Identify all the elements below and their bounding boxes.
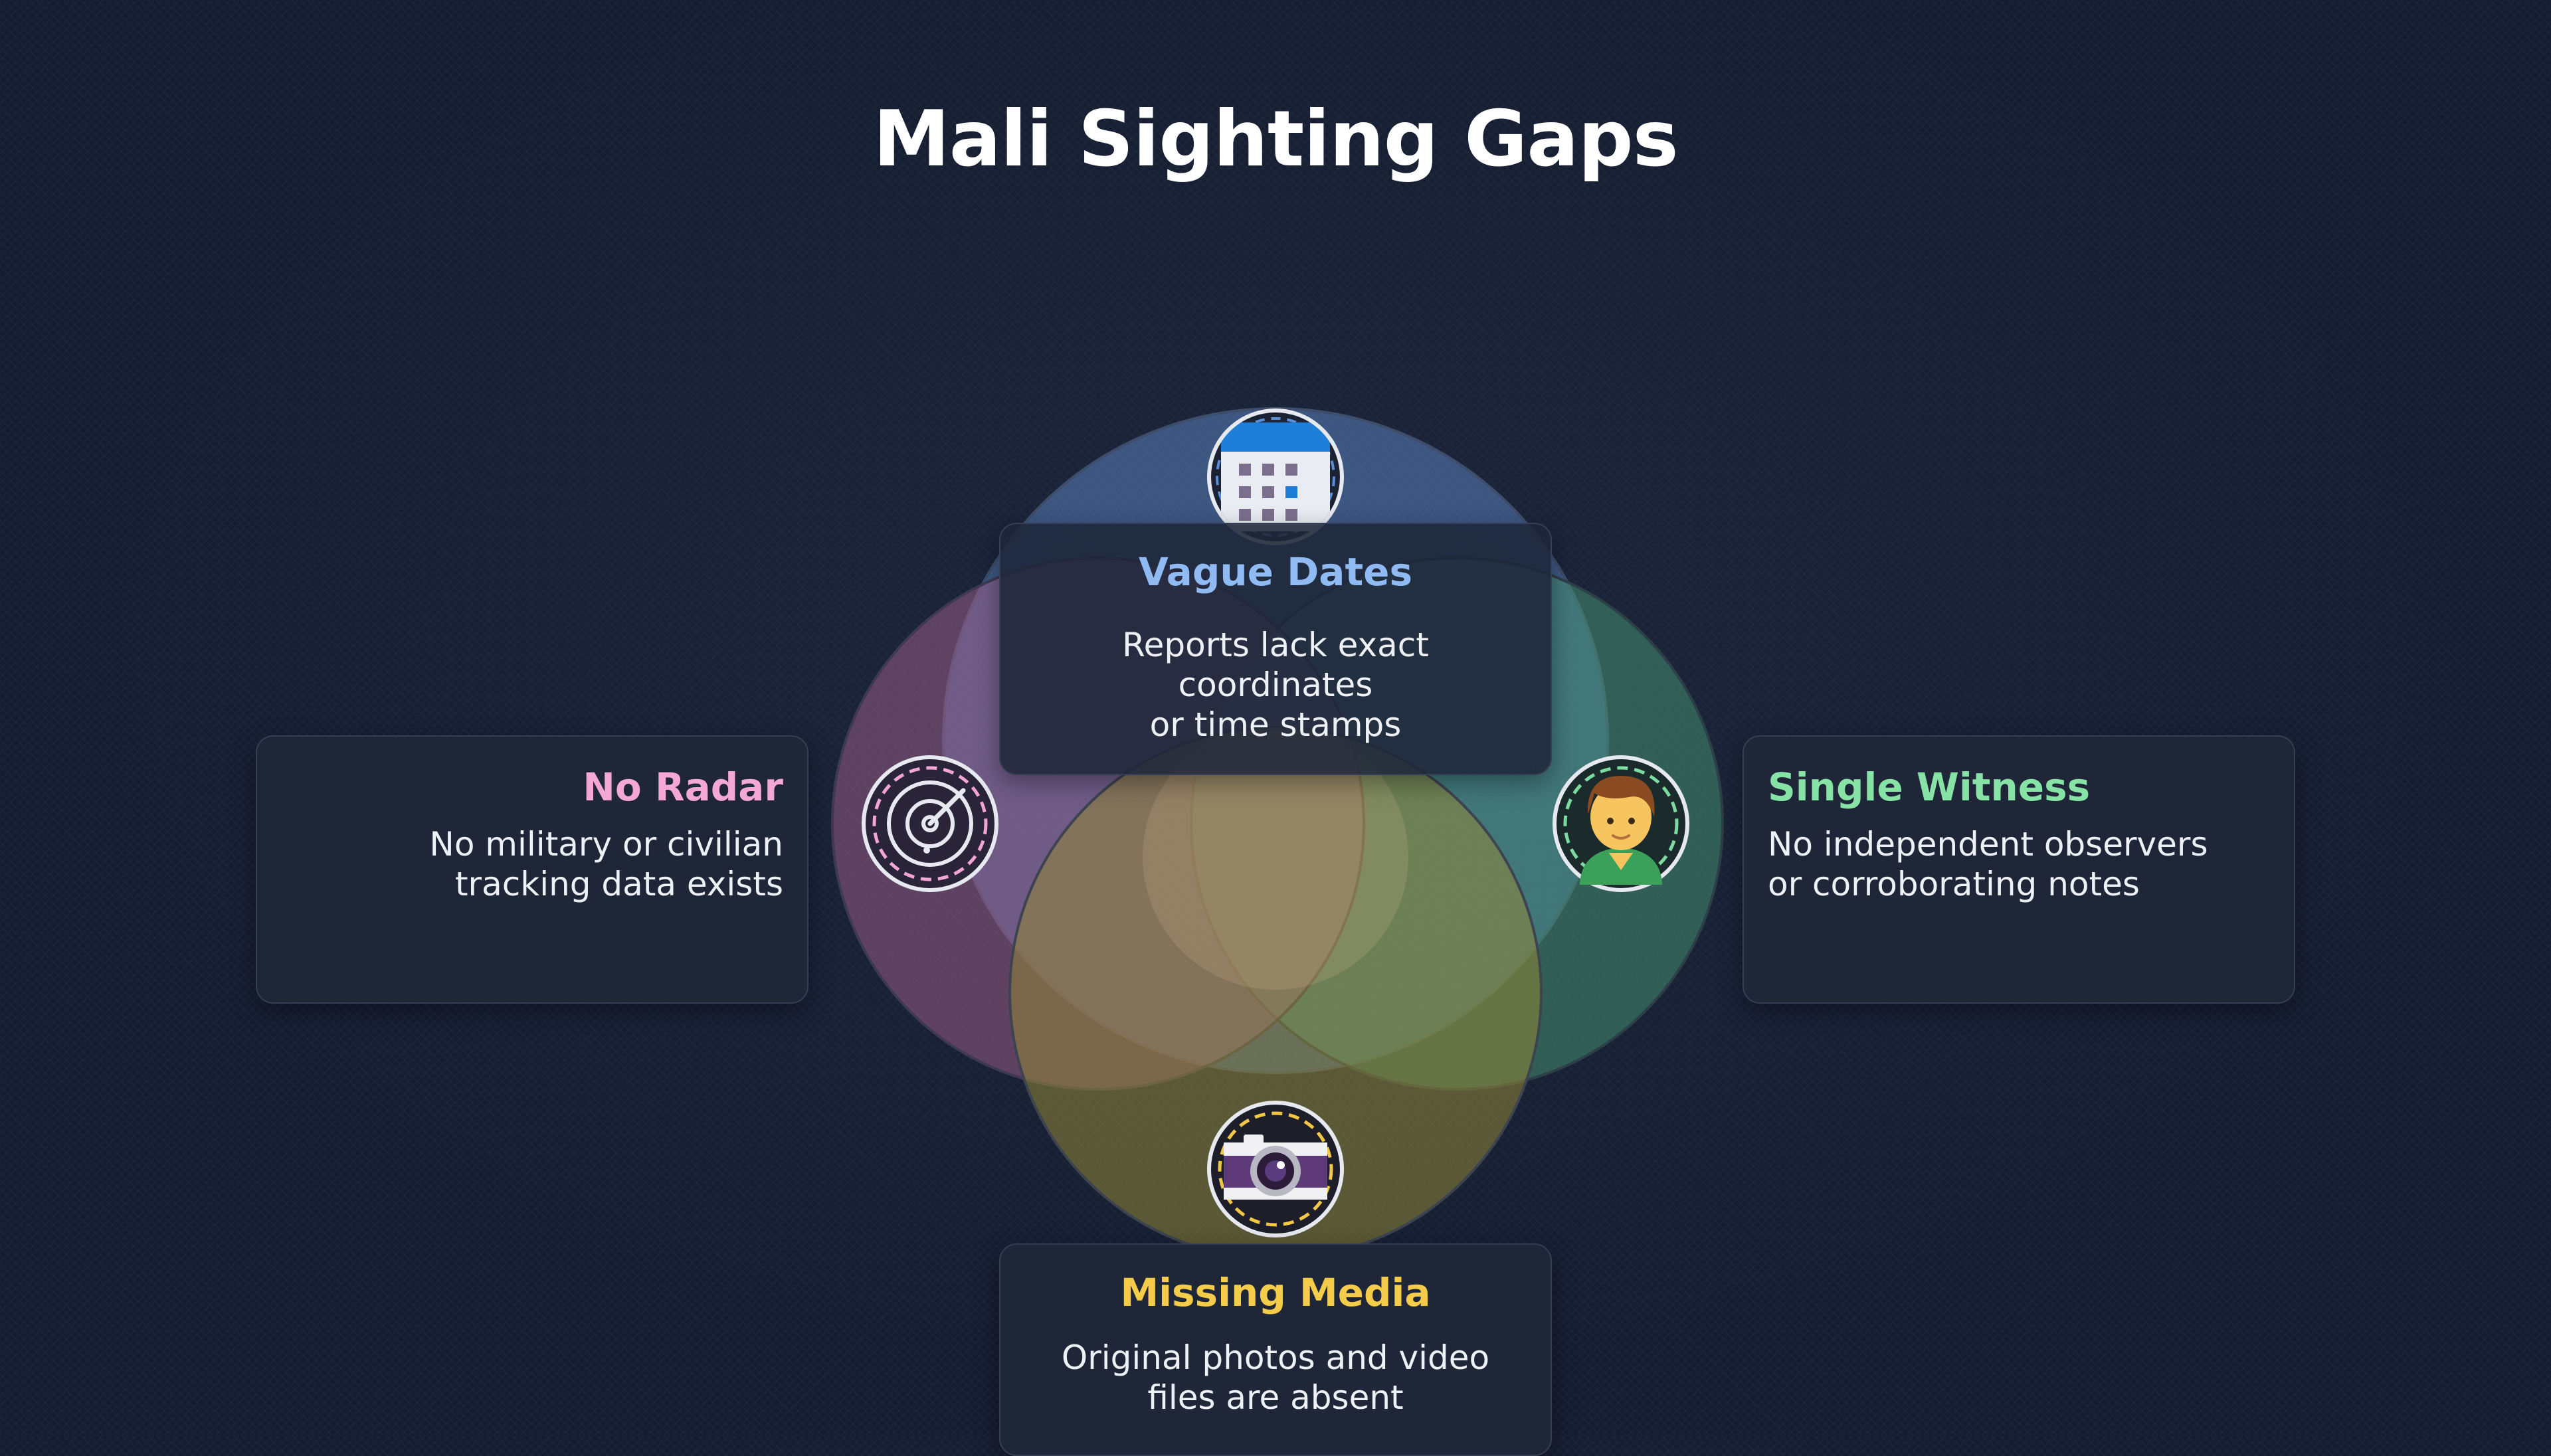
overlap-highlight — [1143, 724, 1408, 990]
single-witness-text: No independent observers or corroboratin… — [1768, 825, 2208, 903]
no-radar-card: No Radar No military or civilian trackin… — [256, 735, 808, 1004]
camera-icon — [1207, 1101, 1344, 1237]
vague-dates-title: Vague Dates — [1138, 549, 1413, 594]
page-title: Mali Sighting Gaps — [873, 94, 1678, 184]
missing-media-title: Missing Media — [1120, 1270, 1431, 1315]
calendar-icon — [1207, 409, 1344, 545]
radar-icon — [862, 755, 998, 892]
vague-dates-card: Vague Dates Reports lack exact coordinat… — [999, 523, 1552, 775]
vague-dates-text: Reports lack exact coordinates or time s… — [1122, 626, 1429, 744]
missing-media-text: Original photos and video files are abse… — [1061, 1338, 1490, 1417]
single-witness-title: Single Witness — [1768, 765, 2091, 810]
single-witness-card: Single Witness No independent observers … — [1743, 735, 2295, 1004]
no-radar-title: No Radar — [583, 765, 783, 810]
no-radar-text: No military or civilian tracking data ex… — [429, 825, 783, 903]
person-icon — [1553, 755, 1689, 892]
missing-media-card: Missing Media Original photos and video … — [999, 1243, 1552, 1456]
